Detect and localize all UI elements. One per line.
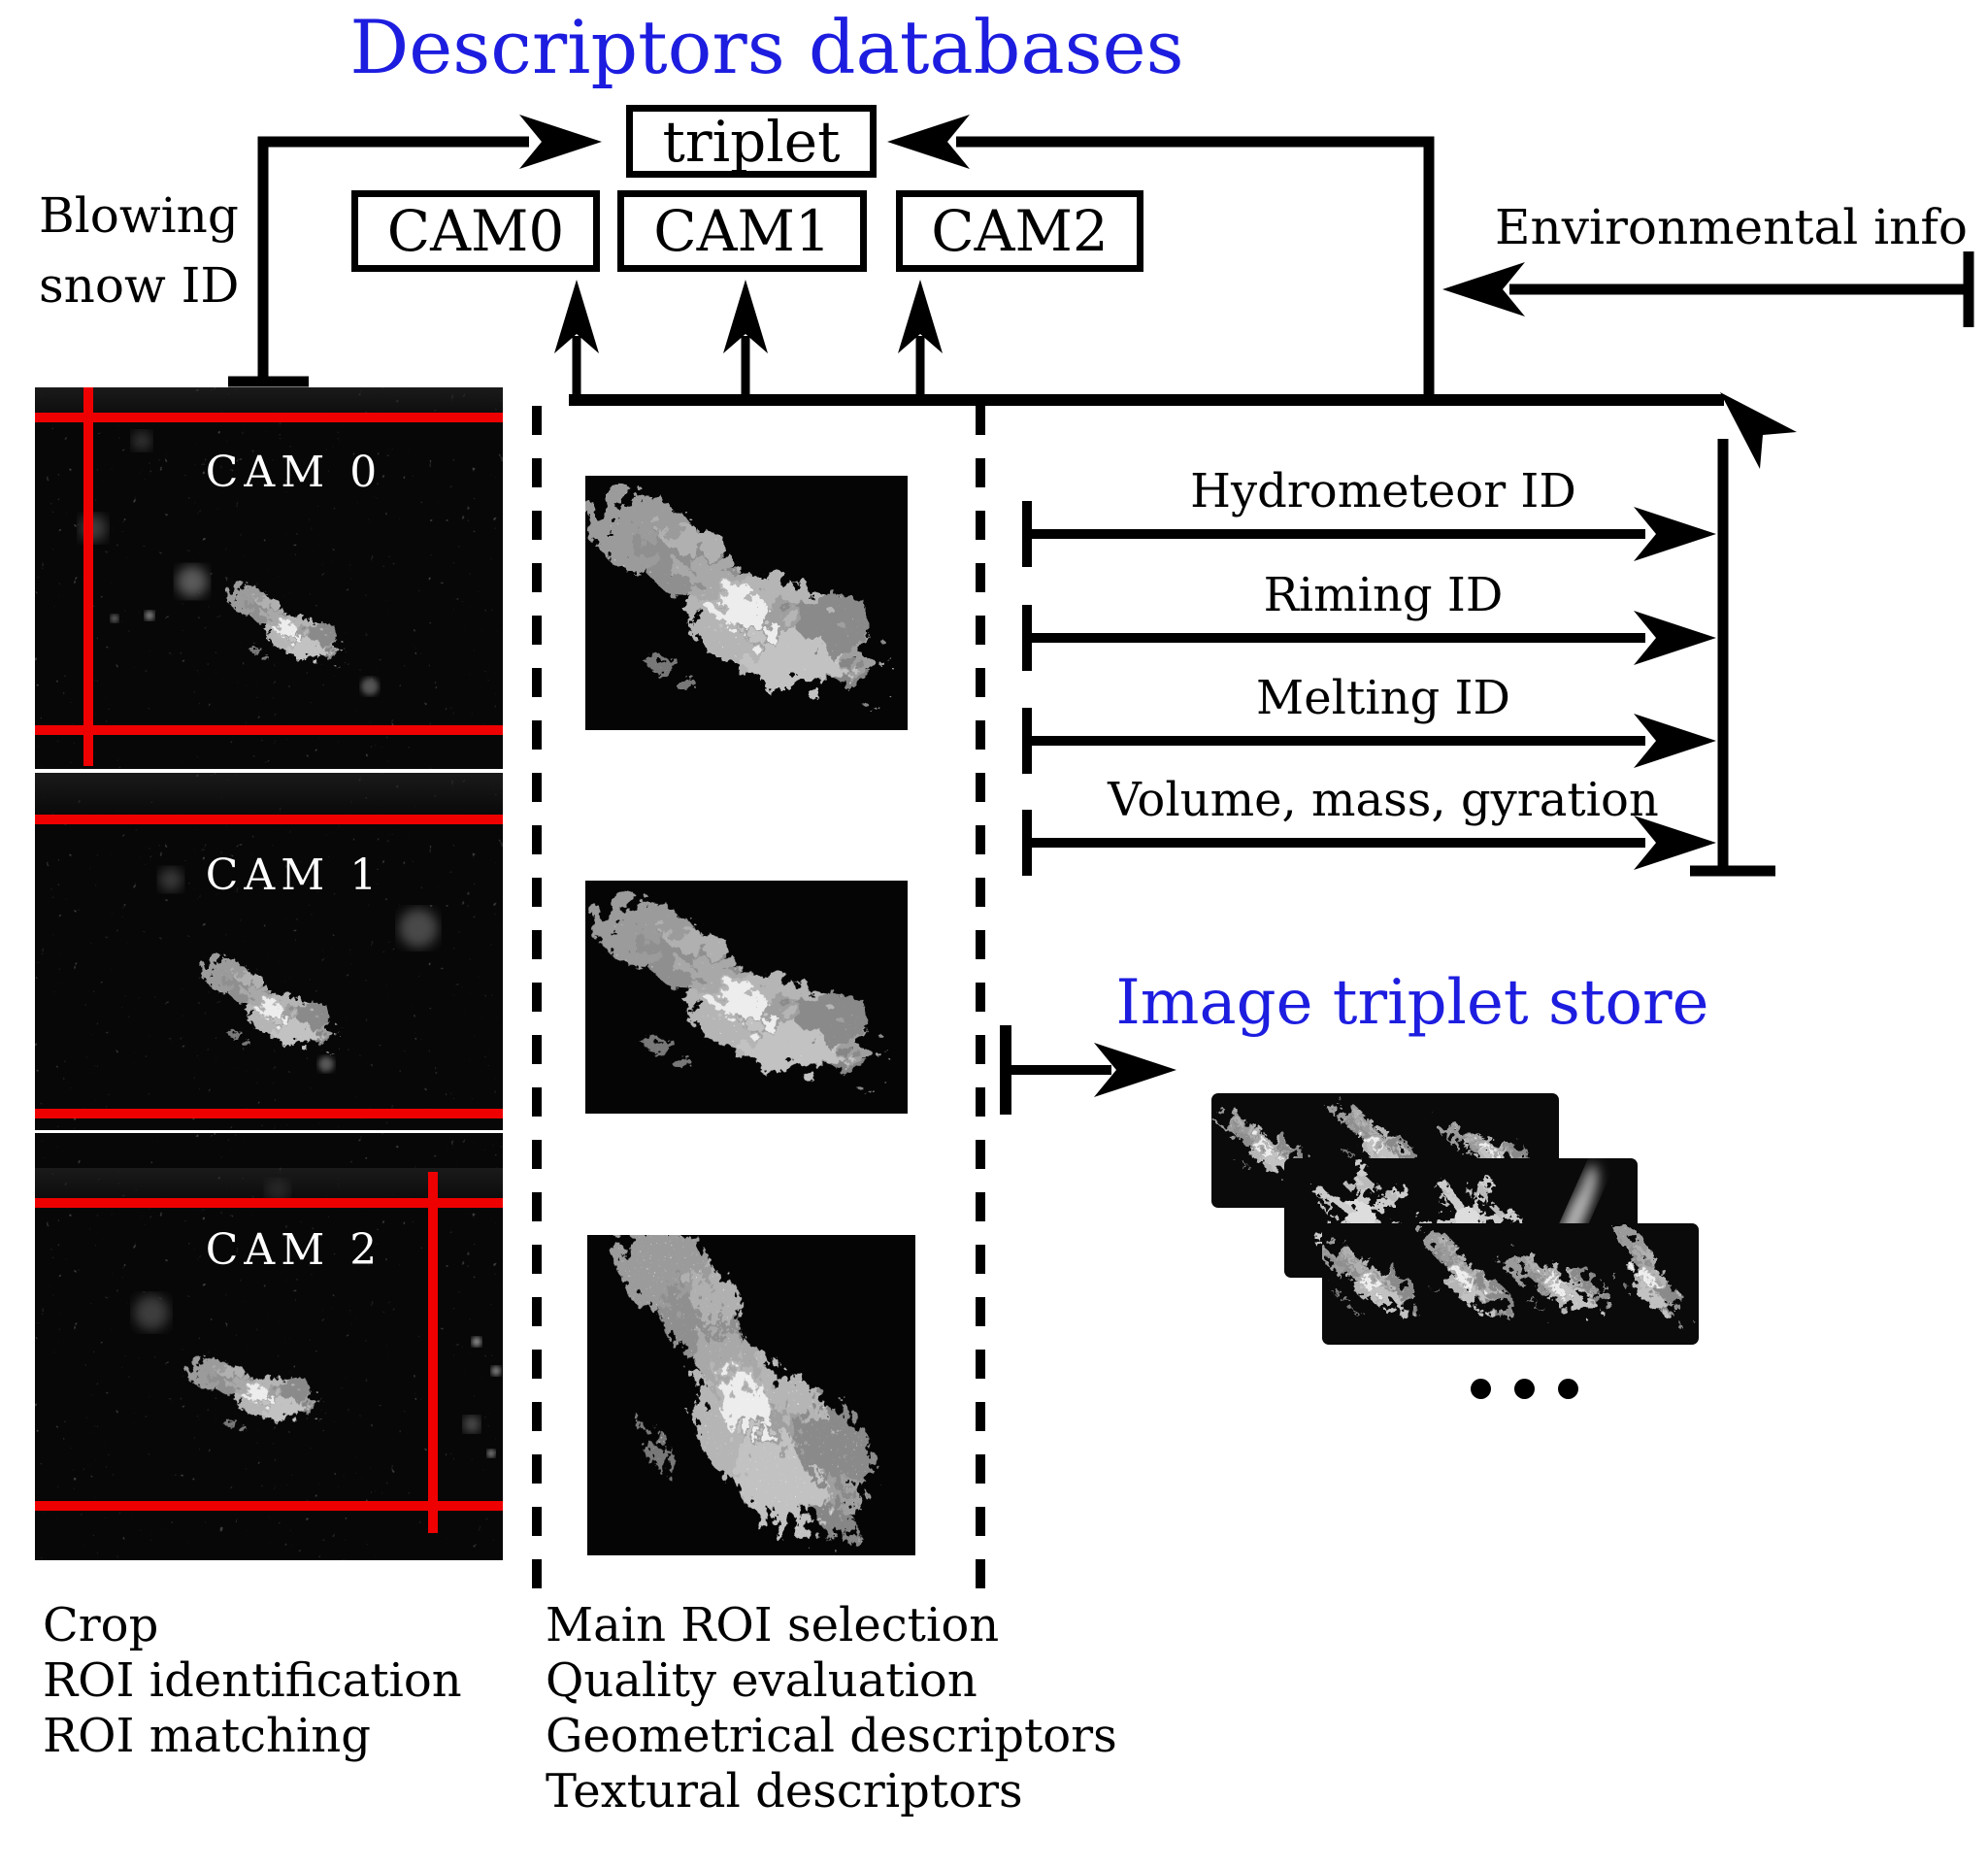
arrowhead-into-store: [1094, 1043, 1176, 1097]
crop-line-cam2-bottom: [35, 1501, 503, 1511]
output-arrow-lines: [1027, 529, 1645, 848]
environmental-info-label: Environmental info: [1495, 199, 1968, 255]
arrowhead-environmental-info: [1442, 262, 1525, 317]
triplet-strip-3: [1322, 1223, 1699, 1345]
roi3-snowflake-art: [587, 1235, 915, 1555]
triplet-right-feed-line: [956, 136, 1435, 398]
output-label-melting-id: Melting ID: [1256, 671, 1510, 725]
cam1-snowflake-art: [35, 773, 503, 1130]
cam-feed-stems: [572, 336, 925, 402]
ellipsis-dot-2: [1514, 1379, 1535, 1399]
output-label-hydrometeor-id: Hydrometeor ID: [1190, 464, 1576, 518]
process-steps-stage2: Main ROI selection Quality evaluation Ge…: [546, 1598, 1117, 1819]
arrowhead-into-cam1: [723, 280, 768, 353]
process-steps-stage1: Crop ROI identification ROI matching: [43, 1598, 462, 1764]
arrowhead-into-triplet-left: [519, 115, 602, 169]
arrowhead-hydrometeor-id: [1634, 507, 1716, 561]
triplet-box: triplet: [626, 105, 877, 178]
crop-line-cam0-bottom: [35, 725, 503, 735]
cam2-image-label: CAM 2: [205, 1225, 383, 1275]
crop-line-cam0-top: [35, 413, 503, 422]
arrowhead-into-cam0: [554, 280, 599, 353]
step-crop: Crop: [43, 1598, 159, 1652]
crop-line-cam1-top: [35, 815, 503, 824]
camera-image-cam1: CAM 1: [35, 773, 503, 1130]
output-label-riming-id: Riming ID: [1263, 568, 1504, 622]
arrowhead-riser-corner: [1720, 392, 1797, 469]
cam2-box: CAM2: [896, 190, 1143, 272]
step-textural-descriptors: Textural descriptors: [546, 1764, 1023, 1818]
output-label-volume-mass-gyration: Volume, mass, gyration: [1108, 773, 1659, 827]
camera-image-cam2: CAM 2: [35, 1133, 503, 1560]
cam0-snowflake-art: [35, 387, 503, 769]
crop-line-cam2-top: [35, 1198, 503, 1208]
image-triplet-store-title: Image triplet store: [1115, 967, 1709, 1039]
ellipsis-dot-1: [1471, 1379, 1491, 1399]
arrowhead-melting-id: [1634, 714, 1716, 768]
cam0-box: CAM0: [351, 190, 600, 272]
cam1-image-label: CAM 1: [205, 851, 383, 900]
step-geometrical-descriptors: Geometrical descriptors: [546, 1709, 1117, 1763]
blowing-snow-line2: snow ID: [39, 257, 240, 314]
cam0-image-label: CAM 0: [205, 448, 383, 497]
arrowhead-into-triplet-right: [887, 115, 970, 169]
arrowhead-into-cam2: [898, 280, 943, 353]
ellipsis-dot-3: [1558, 1379, 1578, 1399]
exposure-band: [35, 773, 503, 819]
crop-line-cam1-bottom: [35, 1109, 503, 1118]
roi-image-2: [585, 881, 908, 1114]
step-main-roi-selection: Main ROI selection: [546, 1598, 1000, 1652]
arrowhead-volume-mass-gyration: [1634, 816, 1716, 870]
crop-line-cam0-vertical: [83, 387, 93, 766]
crop-line-cam2-vertical: [428, 1172, 438, 1533]
roi-image-3: [587, 1235, 915, 1555]
arrowhead-riming-id: [1634, 611, 1716, 665]
roi2-snowflake-art: [585, 881, 908, 1114]
descriptors-databases-title: Descriptors databases: [349, 4, 1184, 90]
blowing-snow-label: Blowing snow ID: [39, 181, 240, 320]
step-roi-matching: ROI matching: [43, 1709, 371, 1763]
blowing-snow-line1: Blowing: [39, 187, 239, 244]
camera-image-cam0: CAM 0: [35, 387, 503, 769]
blowing-snow-connector: [257, 136, 529, 381]
roi1-snowflake-art: [585, 476, 908, 730]
cam1-box: CAM1: [617, 190, 867, 272]
roi-image-1: [585, 476, 908, 730]
step-roi-identification: ROI identification: [43, 1653, 462, 1708]
step-quality-evaluation: Quality evaluation: [546, 1653, 977, 1708]
